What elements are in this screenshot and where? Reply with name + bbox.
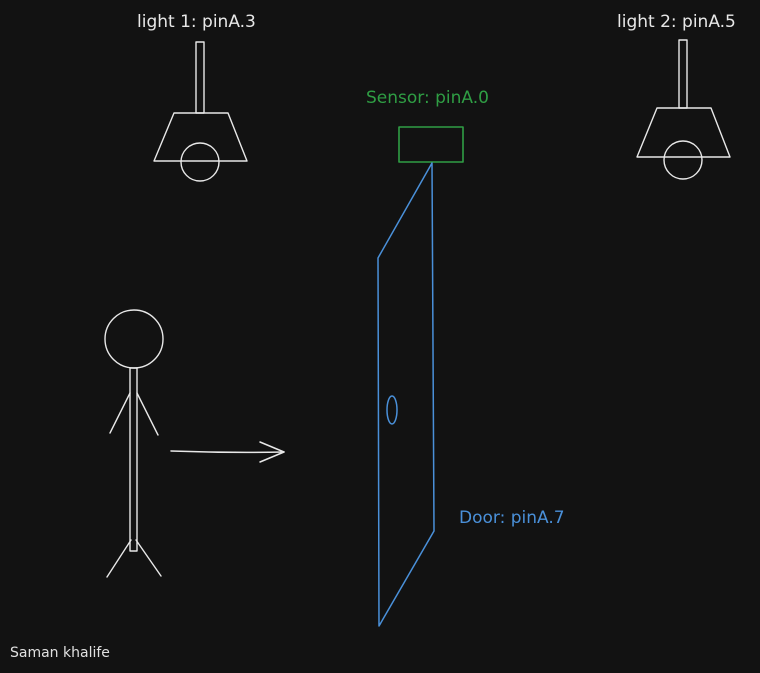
person-figure (104, 309, 164, 578)
sensor-label: Sensor: pinA.0 (366, 88, 489, 108)
sensor-box (398, 126, 464, 163)
light-1-pole (195, 41, 205, 114)
person-head (104, 309, 164, 369)
light-2-bulb (663, 140, 703, 180)
person-left-leg (106, 539, 132, 578)
light-1-shade (153, 112, 248, 162)
door (377, 162, 435, 627)
person-right-arm (136, 392, 159, 436)
light-1-lamp (153, 41, 248, 182)
door-label: Door: pinA.7 (459, 508, 565, 528)
author-signature: Saman khalife (10, 645, 110, 661)
door-knob (386, 395, 398, 425)
walk-arrow-shaft (170, 450, 285, 454)
light-2-lamp (636, 39, 731, 180)
light-2-pole (678, 39, 688, 109)
person-right-leg (135, 539, 162, 577)
walk-arrow (170, 441, 285, 463)
person-left-arm (109, 392, 131, 434)
person-body (129, 367, 138, 552)
light-2-label: light 2: pinA.5 (617, 12, 736, 32)
light-1-label: light 1: pinA.3 (137, 12, 256, 32)
light-2-shade (636, 107, 731, 158)
door-panel (377, 162, 435, 627)
walk-arrow-head (259, 441, 285, 463)
light-1-bulb (180, 142, 220, 182)
